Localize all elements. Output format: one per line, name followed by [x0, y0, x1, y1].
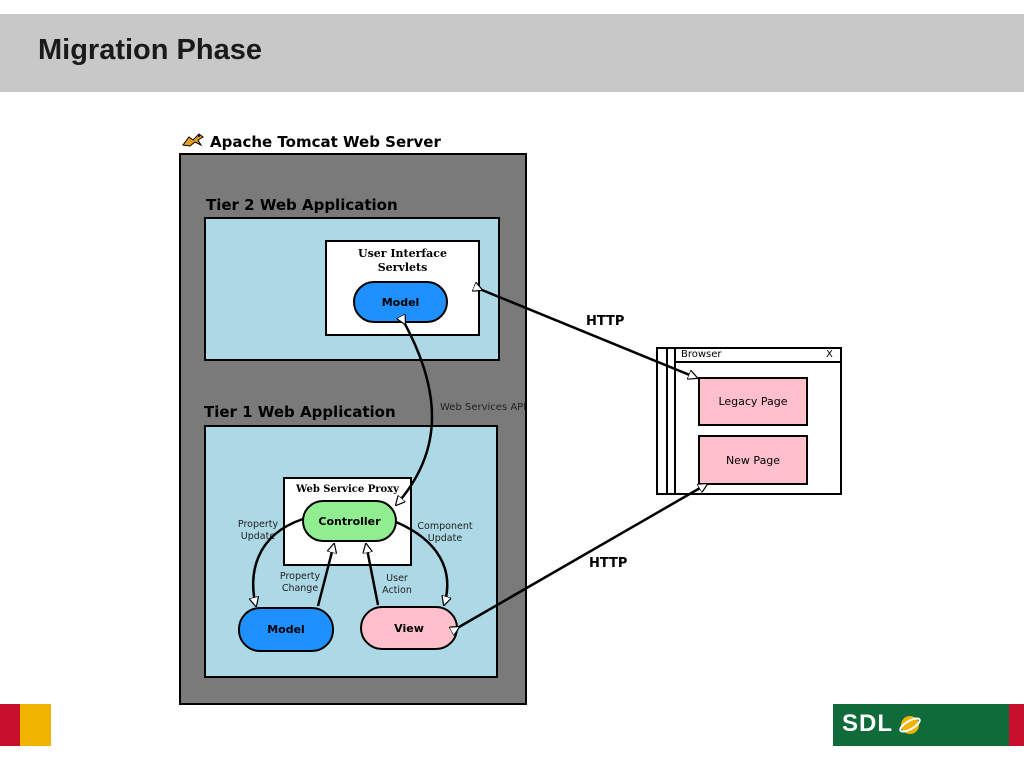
tier2-model-pill: Model [353, 281, 448, 323]
property-change-label: Property Change [272, 571, 328, 595]
web-services-api-label: Web Services API [440, 402, 527, 413]
new-page-box: New Page [698, 435, 808, 485]
slide-title: Migration Phase [38, 34, 262, 66]
property-update-line1: Property [237, 519, 279, 530]
footer-right-red-block [1009, 704, 1024, 746]
tier1-title: Tier 1 Web Application [204, 403, 396, 421]
http-label-bottom: HTTP [589, 556, 628, 571]
browser-title: Browser [681, 349, 722, 360]
sdl-logo-text: SDL [842, 710, 893, 737]
sdl-globe-icon [899, 716, 921, 734]
server-title: Apache Tomcat Web Server [210, 133, 441, 151]
footer-red-block [0, 704, 20, 746]
browser-titlebar [676, 347, 842, 363]
browser-sidebar-strip [656, 347, 676, 495]
ui-servlets-title: User Interface Servlets [327, 247, 478, 275]
tier1-model-pill: Model [238, 607, 334, 652]
tomcat-cat-icon [182, 133, 204, 147]
ui-servlets-title-line1: User Interface [358, 247, 447, 260]
component-update-label: Component Update [414, 521, 476, 545]
property-update-label: Property Update [230, 519, 286, 543]
user-action-line1: User [386, 573, 408, 584]
http-label-top: HTTP [586, 314, 625, 329]
web-service-proxy-title: Web Service Proxy [296, 484, 399, 495]
view-pill: View [360, 606, 458, 650]
browser-sidebar-divider [666, 347, 668, 495]
property-change-line2: Change [281, 583, 319, 594]
component-update-line2: Update [427, 533, 463, 544]
property-change-line1: Property [279, 571, 321, 582]
user-action-line2: Action [382, 585, 412, 596]
legacy-page-box: Legacy Page [698, 377, 808, 426]
browser-close-icon[interactable]: X [826, 349, 833, 360]
component-update-line1: Component [417, 521, 473, 532]
sdl-logo-bar [833, 704, 1009, 746]
ui-servlets-title-line2: Servlets [377, 261, 428, 274]
controller-pill: Controller [302, 500, 397, 542]
tier2-title: Tier 2 Web Application [206, 196, 398, 214]
property-update-line2: Update [240, 531, 276, 542]
footer-yellow-block [20, 704, 51, 746]
user-action-label: User Action [376, 573, 418, 597]
slide-header [0, 14, 1024, 92]
